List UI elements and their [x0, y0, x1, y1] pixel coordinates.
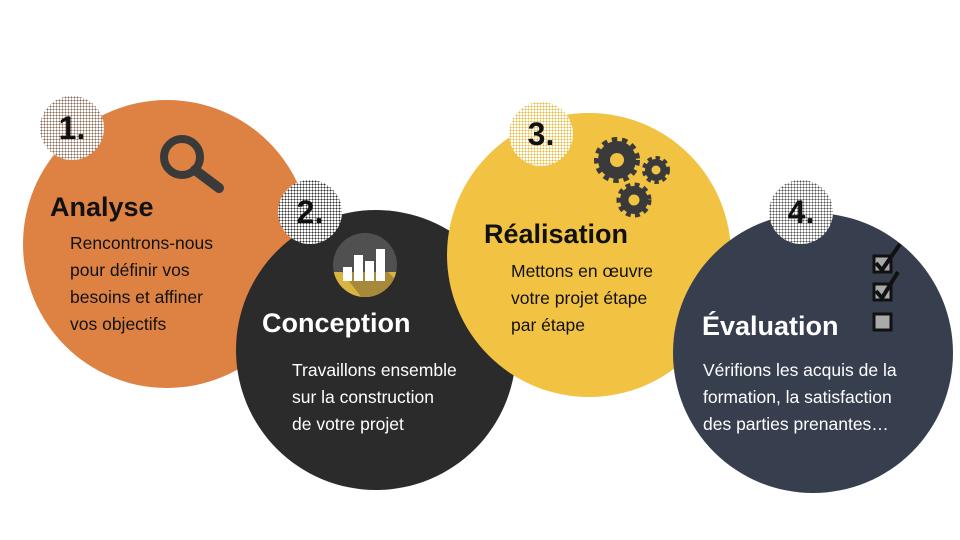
- step-4-description: Vérifions les acquis de la formation, la…: [703, 360, 897, 434]
- step-3-description: Mettons en œuvre votre projet étape par …: [511, 261, 653, 335]
- gears-icon: [594, 137, 670, 218]
- step-1-number-badge: 1.: [40, 96, 104, 160]
- step-2-number-badge: 2.: [278, 180, 342, 244]
- step-1-description: Rencontrons-nous pour définir vos besoin…: [70, 233, 213, 334]
- magnifier-icon: [160, 135, 224, 193]
- bar-chart-icon: [333, 233, 397, 297]
- step-2-description: Travaillons ensemble sur la construction…: [292, 360, 457, 434]
- checklist-icon: [872, 242, 902, 332]
- step-4-number-badge: 4.: [769, 180, 833, 244]
- step-2-title: Conception: [262, 308, 411, 338]
- step-4-circle: [673, 213, 953, 493]
- step-1-title: Analyse: [50, 192, 154, 222]
- step-3-number-badge: 3.: [509, 102, 573, 166]
- step-3-title: Réalisation: [484, 219, 629, 249]
- step-4-title: Évaluation: [702, 311, 839, 341]
